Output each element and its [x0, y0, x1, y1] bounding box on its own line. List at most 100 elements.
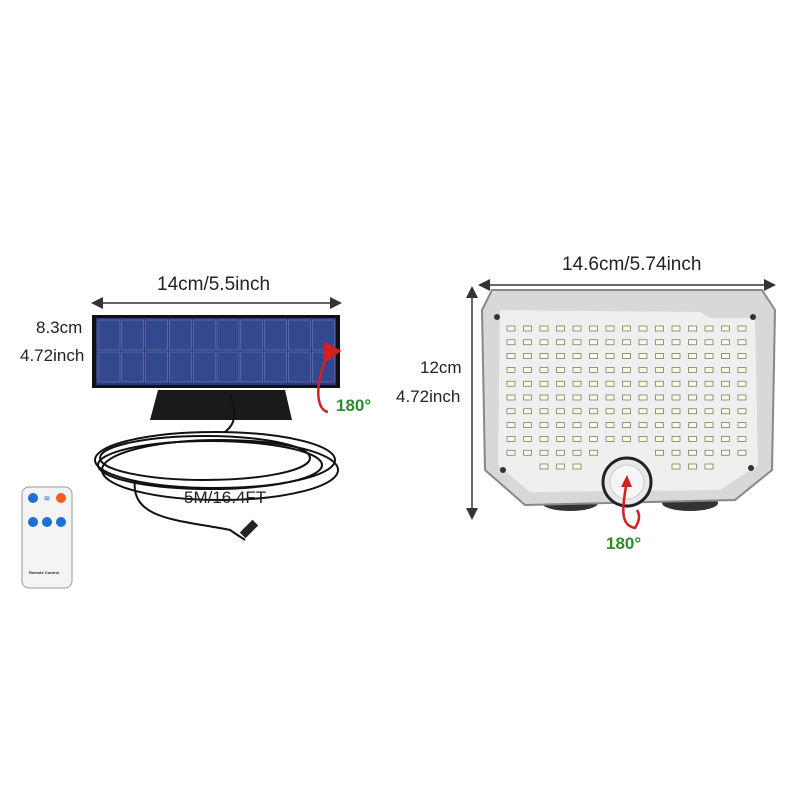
led-chip: [704, 353, 714, 359]
led-chip: [671, 436, 681, 442]
led-chip: [539, 325, 549, 332]
led-chip: [671, 449, 681, 456]
led-chip: [572, 367, 582, 373]
led-chip: [655, 422, 664, 428]
led-chip: [523, 367, 532, 373]
led-chip: [572, 325, 582, 332]
led-chip: [655, 380, 664, 387]
led-chip: [556, 463, 565, 470]
led-chip: [523, 353, 532, 359]
led-chip: [655, 394, 664, 401]
led-chip: [721, 394, 730, 401]
led-chip: [688, 353, 697, 359]
led-chip: [655, 367, 664, 373]
led-chip: [737, 380, 747, 387]
led-chip: [506, 339, 516, 346]
led-chip: [688, 325, 697, 332]
led-chip: [622, 353, 631, 359]
solar-cell: [288, 351, 311, 383]
remote-label: Remote Control: [29, 570, 59, 575]
led-chip: [589, 325, 598, 332]
led-chip: [688, 380, 697, 387]
lamp-rotation-label: 180°: [606, 534, 642, 553]
led-chip: [688, 339, 697, 346]
solar-cell: [288, 319, 311, 351]
led-chip: [523, 408, 532, 415]
led-chip: [589, 380, 598, 387]
led-chip: [556, 325, 565, 332]
solar-cell: [264, 351, 287, 383]
led-chip: [721, 367, 730, 373]
led-chip: [572, 436, 582, 442]
led-chip: [589, 339, 598, 346]
led-chip: [737, 408, 747, 415]
led-chip: [721, 436, 730, 442]
led-chip: [737, 449, 747, 456]
solar-cell: [216, 351, 240, 383]
led-chip: [605, 422, 615, 428]
led-chip: [671, 353, 681, 359]
led-chip: [721, 339, 730, 346]
led-chip: [605, 367, 615, 373]
dc-plug: [239, 519, 259, 539]
led-chip: [506, 436, 516, 442]
led-chip: [721, 422, 730, 428]
led-chip: [589, 408, 598, 415]
led-chip: [589, 422, 598, 428]
led-chip: [572, 463, 582, 470]
led-chip: [671, 408, 681, 415]
solar-cell: [192, 351, 216, 383]
led-chip: [737, 353, 747, 359]
led-chip: [638, 367, 648, 373]
led-chip: [589, 353, 598, 359]
led-chip: [721, 380, 730, 387]
led-chip: [655, 339, 664, 346]
led-chip: [638, 353, 648, 359]
led-chip: [572, 408, 582, 415]
solar-cell: [169, 351, 192, 383]
panel-stand: [150, 390, 292, 420]
led-chip: [671, 339, 681, 346]
led-chip: [523, 325, 532, 332]
led-chip: [506, 394, 516, 401]
led-chip: [539, 449, 549, 456]
led-chip: [704, 436, 714, 442]
led-chip: [638, 380, 648, 387]
led-chip: [556, 353, 565, 359]
led-chip: [539, 463, 549, 470]
led-chip: [539, 394, 549, 401]
led-chip: [572, 449, 582, 456]
solar-cell: [192, 319, 216, 351]
led-chip: [671, 325, 681, 332]
led-chip: [556, 449, 565, 456]
led-chip: [523, 449, 532, 456]
panel-height-inch: 4.72inch: [20, 346, 85, 365]
led-chip: [622, 408, 631, 415]
led-chip: [506, 422, 516, 428]
led-chip: [737, 436, 747, 442]
led-chip: [572, 380, 582, 387]
led-chip: [572, 353, 582, 359]
led-chip: [704, 449, 714, 456]
led-chip: [589, 367, 598, 373]
led-chip: [671, 422, 681, 428]
lamp-rotation-arrow: [622, 479, 641, 530]
led-chip: [506, 367, 516, 373]
led-chip: [704, 380, 714, 387]
led-chip: [704, 325, 714, 332]
led-chip: [688, 367, 697, 373]
led-chip: [556, 422, 565, 428]
remote-control: ≋: [21, 486, 73, 589]
led-chip: [506, 408, 516, 415]
led-chip: [622, 394, 631, 401]
solar-cell: [121, 319, 145, 351]
led-chip: [688, 463, 697, 470]
led-chip: [737, 325, 747, 332]
led-chip: [737, 367, 747, 373]
led-chip: [539, 339, 549, 346]
led-chip: [539, 380, 549, 387]
solar-cell: [145, 319, 168, 351]
led-chip: [605, 408, 615, 415]
led-chip: [737, 422, 747, 428]
led-chip: [556, 380, 565, 387]
